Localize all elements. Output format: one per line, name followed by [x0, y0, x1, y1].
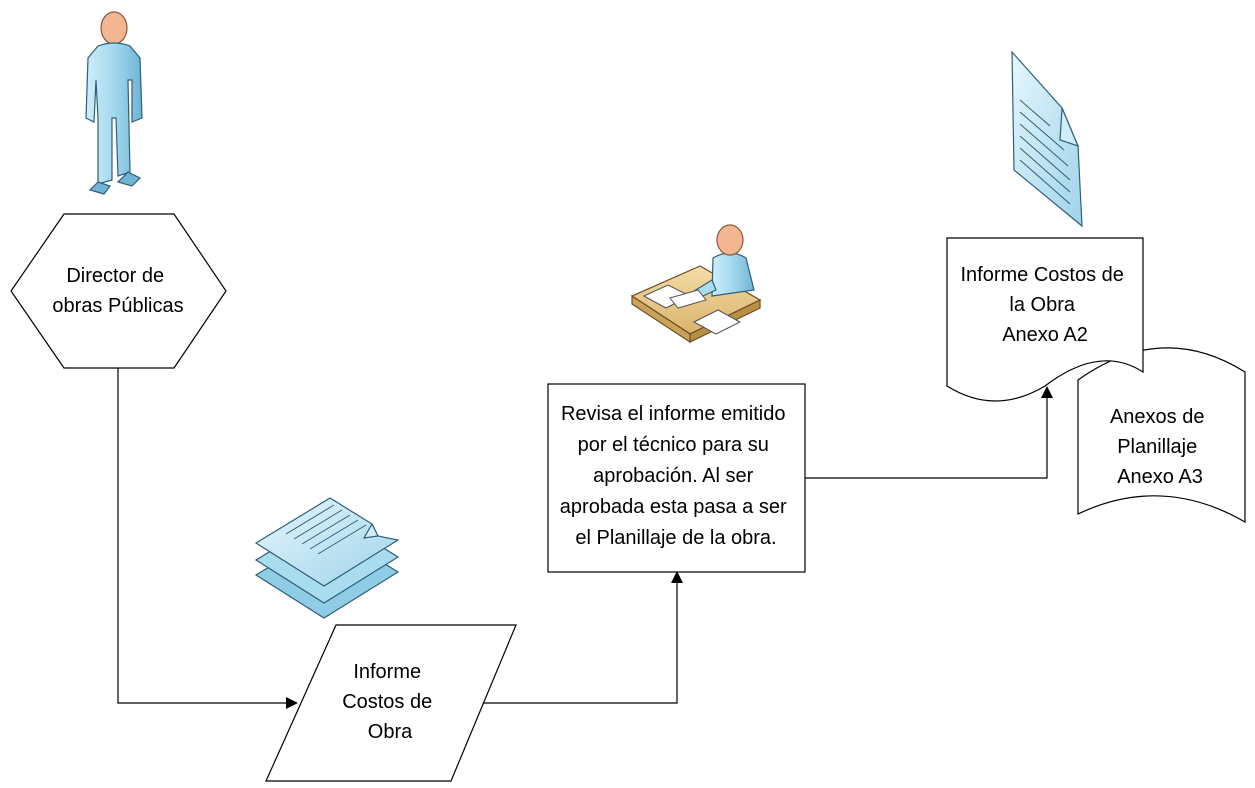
svg-text:Revisa el informe emitido: Revisa el informe emitido por el técnico… — [560, 403, 792, 549]
anexos-label-line-3: Anexo A3 — [1117, 466, 1203, 488]
anexos-label-line-1: Anexos de — [1110, 406, 1205, 428]
svg-text:Anexos de Planillaje: Anexos de Planillaje Anexo A3 — [1110, 406, 1210, 488]
revisa-node: Revisa el informe emitido por el técnico… — [547, 383, 806, 573]
director-label-line-2: obras Públicas — [52, 295, 183, 317]
informe-costos-obra-node: Informe Costos de Obra — [265, 624, 517, 782]
person-at-desk-icon — [630, 224, 762, 344]
connector-informe-to-revisa — [475, 571, 683, 704]
director-node: Director de obras Públicas — [10, 213, 227, 369]
connector-revisa-to-anexo — [805, 386, 1053, 479]
anexos-planillaje-node: Anexos de Planillaje Anexo A3 — [1077, 347, 1246, 524]
document-icon — [1011, 50, 1083, 228]
stacked-documents-icon — [254, 497, 400, 619]
informe-label-line-2: Costos de — [342, 691, 432, 713]
connector-director-to-informe — [117, 368, 298, 709]
revisa-label-line-5: el Planillaje de la obra. — [575, 527, 776, 549]
svg-text:Informe Costos de: Informe Costos de Obra — [342, 661, 438, 743]
svg-text:Informe Costos de la Obr: Informe Costos de la Obra Anexo A2 — [961, 264, 1130, 346]
connectors — [117, 368, 1053, 709]
informe-costos-anexo-node: Informe Costos de la Obra Anexo A2 — [946, 237, 1144, 402]
informe-label-line-1: Informe — [353, 661, 421, 683]
revisa-label-line-4: aprobada esta pasa a ser — [560, 496, 787, 518]
informe-anexo-label-line-1: Informe Costos de — [961, 264, 1124, 286]
revisa-label-line-3: aprobación. Al ser — [593, 465, 753, 487]
director-label-line-1: Director de — [66, 265, 164, 287]
person-standing-icon — [85, 11, 143, 195]
informe-label-line-3: Obra — [368, 721, 413, 743]
informe-anexo-label-line-3: Anexo A2 — [1002, 324, 1088, 346]
anexos-label-line-2: Planillaje — [1117, 436, 1197, 458]
revisa-label-line-1: Revisa el informe emitido — [561, 403, 786, 425]
informe-anexo-label-line-2: la Obra — [1009, 294, 1075, 316]
svg-text:Director de obras Públic: Director de obras Públicas — [52, 265, 183, 317]
revisa-label-line-2: por el técnico para su — [578, 434, 769, 456]
